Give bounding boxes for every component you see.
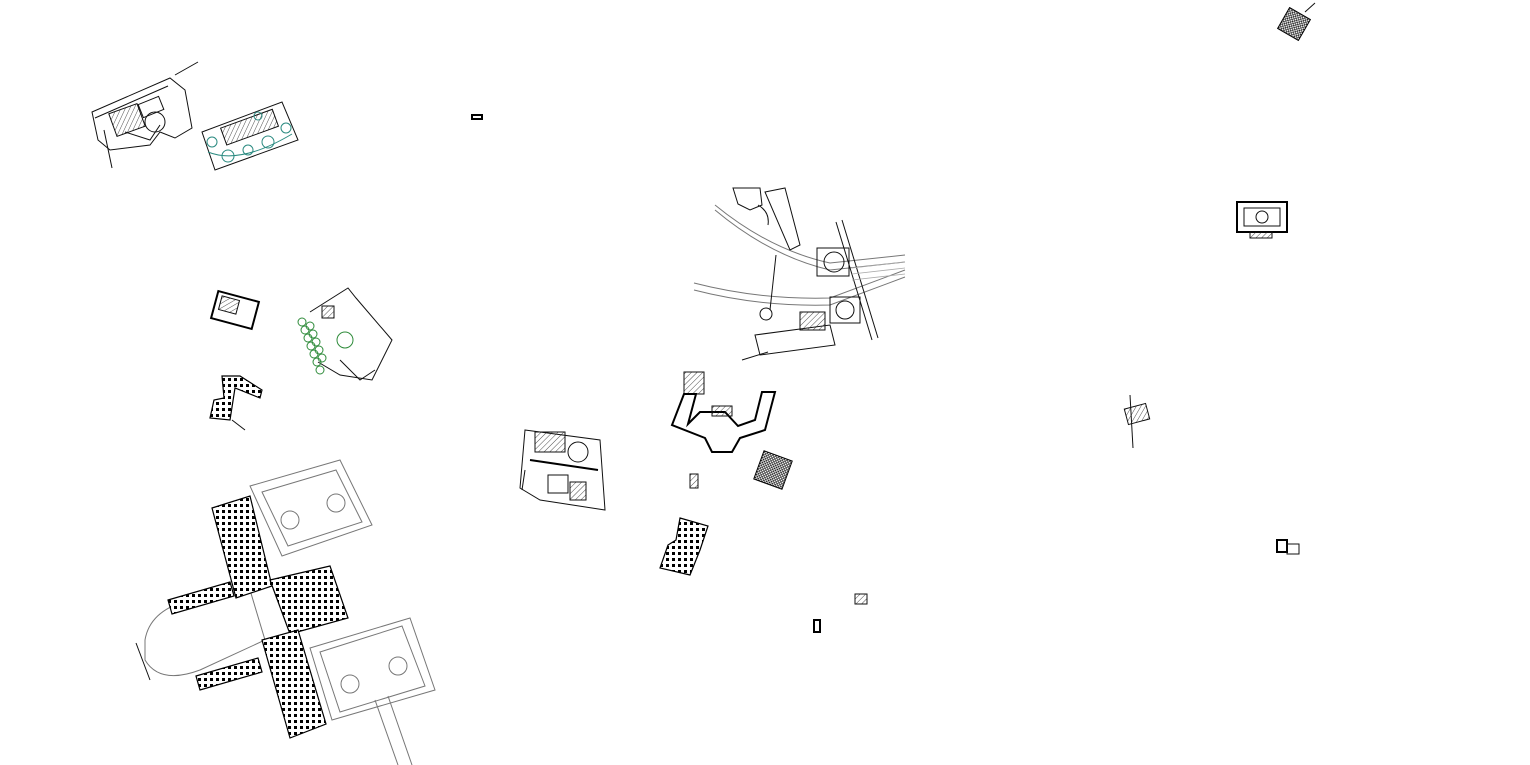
right-courtyard-plan bbox=[1236, 201, 1288, 239]
palace-complex-plan bbox=[135, 459, 436, 765]
right-top-small-plan bbox=[1276, 2, 1316, 42]
mid-wing-plan bbox=[670, 371, 777, 453]
mid-small-block bbox=[689, 473, 699, 489]
right-mid-small-plan bbox=[1123, 394, 1151, 449]
top-left-garden-plan bbox=[201, 101, 299, 171]
right-lower-small-plan bbox=[1276, 539, 1300, 555]
mid-stair-block bbox=[659, 517, 709, 576]
top-left-site-plan bbox=[91, 61, 199, 169]
mid-tiny-block-a bbox=[854, 593, 868, 605]
left-garden-site bbox=[297, 287, 393, 381]
left-square-plan bbox=[209, 289, 261, 331]
tiny-detail-mark bbox=[471, 114, 483, 120]
left-wing-plan bbox=[209, 375, 263, 431]
mid-hatched-square bbox=[753, 450, 793, 490]
central-campus-site-plan bbox=[693, 187, 906, 361]
mid-detailed-site bbox=[519, 429, 606, 511]
mid-tiny-block-b bbox=[813, 619, 821, 633]
